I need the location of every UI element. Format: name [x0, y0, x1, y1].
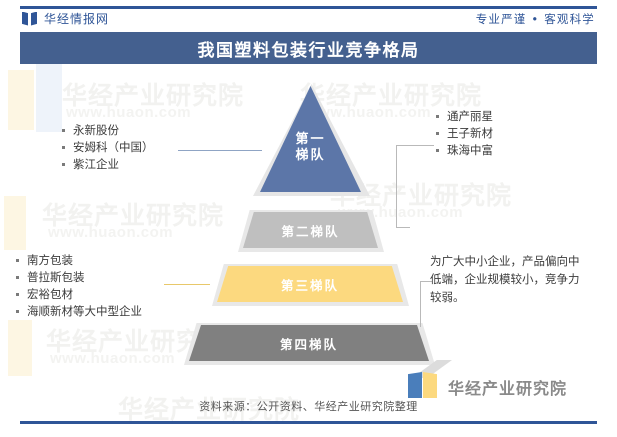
pyramid-tier-1[interactable]: 第一 梯队 — [260, 86, 361, 192]
list-item: 南方包装 — [14, 252, 164, 269]
list-item: 珠海中富 — [434, 142, 493, 159]
list-item: 王子新材 — [434, 125, 493, 142]
annotation-bottom-right: 为广大中小企业，产品偏向中低端，企业规模较小，竞争力较弱。 — [430, 254, 580, 304]
pyramid-tier-3[interactable]: 第三梯队 — [217, 266, 403, 302]
annotation-top-left-list: 永新股份 安姆科（中国） 紫江企业 — [60, 122, 154, 173]
annotation-bottom-left: 南方包装 普拉斯包装 宏裕包材 海顺新材等大中型企业 — [14, 252, 164, 320]
pyramid-tier-4[interactable]: 第四梯队 — [189, 325, 429, 361]
tier-1-label-line2: 梯队 — [295, 148, 326, 163]
annotation-top-right-list: 通产丽星 王子新材 珠海中富 — [434, 108, 493, 159]
connector-bottom-right-bracket-h — [420, 281, 432, 282]
huaon-mark-icon — [408, 360, 452, 398]
annotation-top-left: 永新股份 安姆科（中国） 紫江企业 — [60, 122, 154, 173]
header-top-rule — [20, 6, 597, 9]
connector-bottom-right-bracket-v — [420, 281, 421, 327]
connector-tier2-stub — [396, 227, 410, 228]
list-item: 通产丽星 — [434, 108, 493, 125]
brand: 华经情报网 — [22, 10, 109, 27]
page-title: 我国塑料包装行业竞争格局 — [197, 40, 420, 61]
header-tagline: 专业严谨 • 客观科学 — [475, 12, 595, 26]
pyramid-tier-2[interactable]: 第二梯队 — [243, 212, 378, 248]
list-item: 海顺新材等大中型企业 — [14, 303, 164, 320]
title-band: 我国塑料包装行业竞争格局 — [20, 32, 597, 64]
list-item: 永新股份 — [60, 122, 154, 139]
list-item: 紫江企业 — [60, 156, 154, 173]
connector-tier3-left — [164, 284, 210, 285]
connector-top-right-bracket-v — [396, 145, 397, 227]
list-item: 宏裕包材 — [14, 286, 164, 303]
footer-bottom-rule — [20, 421, 597, 424]
source-note: 资料来源：公开资料、华经产业研究院整理 — [199, 400, 418, 413]
brand-name: 华经情报网 — [44, 12, 110, 26]
book-logo-icon — [22, 11, 37, 26]
connector-top-left — [178, 150, 262, 151]
list-item: 安姆科（中国） — [60, 139, 154, 156]
footer-logo-text: 华经产业研究院 — [448, 379, 568, 398]
tier-1-label-line1: 第一 — [295, 132, 326, 147]
annotation-top-right: 通产丽星 王子新材 珠海中富 — [434, 108, 493, 159]
list-item: 普拉斯包装 — [14, 269, 164, 286]
connector-top-right-line — [396, 145, 434, 146]
annotation-bottom-left-list: 南方包装 普拉斯包装 宏裕包材 海顺新材等大中型企业 — [14, 252, 164, 320]
footer-logo: 华经产业研究院 — [408, 360, 568, 398]
